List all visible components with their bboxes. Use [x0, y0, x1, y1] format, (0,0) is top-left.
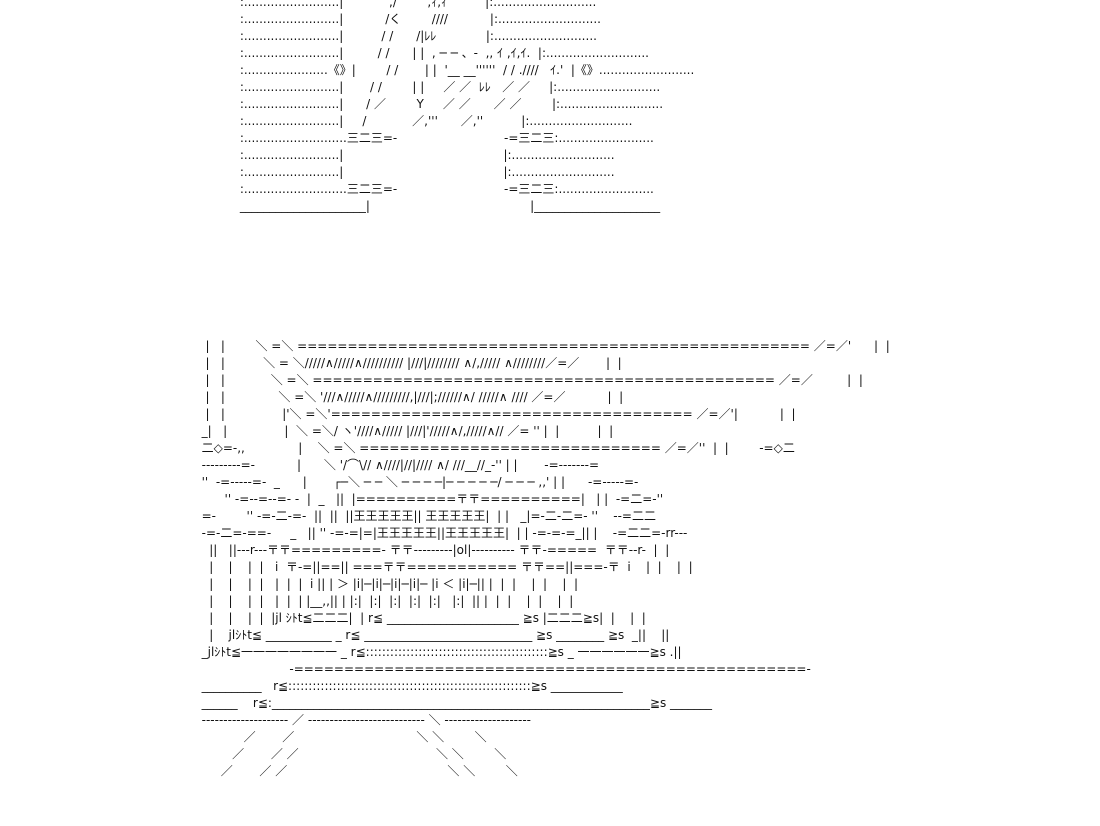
ascii-art-bottom-scene: | | ＼ =＼ ===============================… [201, 339, 890, 778]
ascii-art-top-scene: :.........................| ,/ ,ｨ,ｨ |:..… [239, 0, 695, 213]
